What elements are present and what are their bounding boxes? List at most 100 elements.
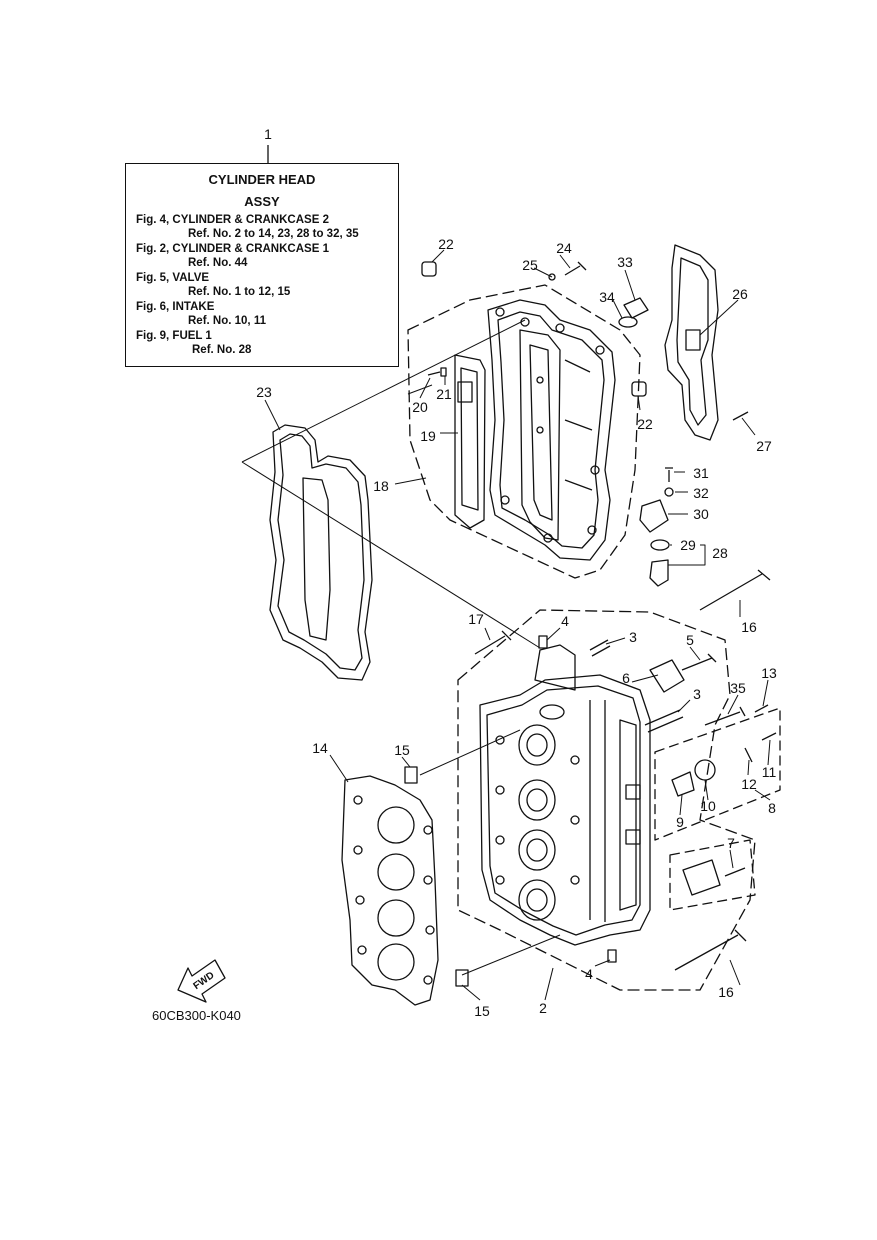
washer-21 (440, 367, 447, 377)
part-label-14: 14 (312, 740, 328, 756)
part-label-31: 31 (693, 465, 709, 481)
box-title-line2: ASSY (244, 194, 280, 209)
ref-numbers: Ref. No. 2 to 14, 23, 28 to 32, 35 (188, 228, 359, 240)
bolt-16a (699, 569, 771, 611)
gasket-23-drawing (269, 424, 373, 681)
gasket-29 (650, 539, 670, 551)
dowel-15b (455, 969, 469, 987)
pin-12 (744, 747, 753, 763)
cylinder-head-drawing (479, 644, 651, 946)
bolt-17 (474, 630, 512, 655)
part-label-20: 20 (412, 399, 428, 415)
bolt-24 (564, 261, 587, 276)
part-label-3b: 3 (693, 686, 701, 702)
box-title-line1: CYLINDER HEAD (208, 172, 316, 187)
cap-33 (623, 297, 649, 319)
cover-group-outline (407, 284, 641, 579)
part-label-7: 7 (727, 835, 735, 851)
grommet-22a (421, 261, 437, 277)
part-label-1: 1 (264, 126, 272, 142)
part-label-24: 24 (556, 240, 572, 256)
part-label-29: 29 (680, 537, 696, 553)
ref-fig: Fig. 6, INTAKE (136, 301, 215, 313)
part-label-8: 8 (768, 800, 776, 816)
part-label-35: 35 (730, 680, 746, 696)
ref-fig: Fig. 4, CYLINDER & CRANKCASE 2 (136, 214, 329, 226)
diagram-code: 60CB300-K040 (152, 1008, 241, 1023)
valve-cover-drawing (487, 299, 616, 561)
bolt-11 (761, 732, 777, 741)
part-label-2: 2 (539, 1000, 547, 1016)
part-label-25: 25 (522, 257, 538, 273)
part-label-6: 6 (622, 670, 630, 686)
ref-fig: Fig. 9, FUEL 1 (136, 330, 212, 342)
spark-35 (704, 706, 746, 726)
fwd-arrow-icon (177, 959, 226, 1003)
part-label-3: 3 (629, 629, 637, 645)
part-label-34: 34 (599, 289, 615, 305)
part-label-21: 21 (436, 386, 452, 402)
part-label-32: 32 (693, 485, 709, 501)
assembly-reference-box: CYLINDER HEAD ASSY Fig. 4, CYLINDER & CR… (125, 163, 399, 367)
plug-9 (671, 771, 695, 797)
part-label-4: 4 (561, 613, 569, 629)
ref-numbers: Ref. No. 10, 11 (188, 315, 266, 327)
ref-fig: Fig. 2, CYLINDER & CRANKCASE 1 (136, 243, 329, 255)
bracket-26-drawing (664, 244, 719, 441)
part-label-17: 17 (468, 611, 484, 627)
bolt-5 (681, 653, 717, 671)
ref-numbers: Ref. No. 44 (188, 257, 248, 269)
ref-fig: Fig. 5, VALVE (136, 272, 210, 284)
gasket-19-drawing (454, 354, 486, 529)
part-label-16b: 16 (718, 984, 734, 1000)
bolt-27 (732, 411, 749, 421)
part-label-12: 12 (741, 776, 757, 792)
bolt-16b (674, 929, 747, 971)
plug-4b (607, 949, 617, 963)
plug-4a (538, 635, 548, 649)
bracket-6 (649, 659, 685, 693)
leader-lines (241, 249, 771, 1001)
part-label-30: 30 (693, 506, 709, 522)
ref-numbers: Ref. No. 1 to 12, 15 (188, 286, 291, 298)
part-label-23: 23 (256, 384, 272, 400)
part-label-22b: 22 (637, 416, 653, 432)
part-label-19: 19 (420, 428, 436, 444)
dowel-3b (644, 709, 684, 733)
bolt-13 (754, 704, 769, 713)
bolt-7 (724, 867, 746, 877)
washer-32 (664, 487, 674, 497)
part-label-13: 13 (761, 665, 777, 681)
head-group-outline (457, 609, 756, 991)
part-label-27: 27 (756, 438, 772, 454)
part7-group-outline (669, 839, 756, 911)
part-label-16: 16 (741, 619, 757, 635)
part-label-28: 28 (712, 545, 728, 561)
bracket-7 (682, 859, 721, 896)
part-label-22: 22 (438, 236, 454, 252)
part-label-9: 9 (676, 814, 684, 830)
part-label-15b: 15 (474, 1003, 490, 1019)
small-parts-drawing (404, 261, 777, 987)
oring-34 (618, 316, 638, 328)
part-label-26: 26 (732, 286, 748, 302)
ref-numbers: Ref. No. 28 (192, 344, 252, 356)
washer-25 (548, 273, 556, 281)
head-gasket-14-drawing (341, 775, 439, 1006)
dowel-15a (404, 766, 418, 784)
screw-20 (427, 371, 441, 376)
part-label-11: 11 (761, 764, 777, 780)
part-label-15: 15 (394, 742, 410, 758)
part-label-5: 5 (686, 632, 694, 648)
dowel-3a (589, 639, 611, 657)
sensor-30 (639, 499, 669, 533)
bolt-31 (665, 467, 673, 482)
part-label-18: 18 (373, 478, 389, 494)
thermostat-28 (649, 559, 669, 587)
grommet-22b (631, 381, 647, 397)
part-label-33: 33 (617, 254, 633, 270)
part-label-4b: 4 (585, 966, 593, 982)
sensor-group-outline (654, 707, 781, 841)
fitting-10 (694, 759, 716, 781)
